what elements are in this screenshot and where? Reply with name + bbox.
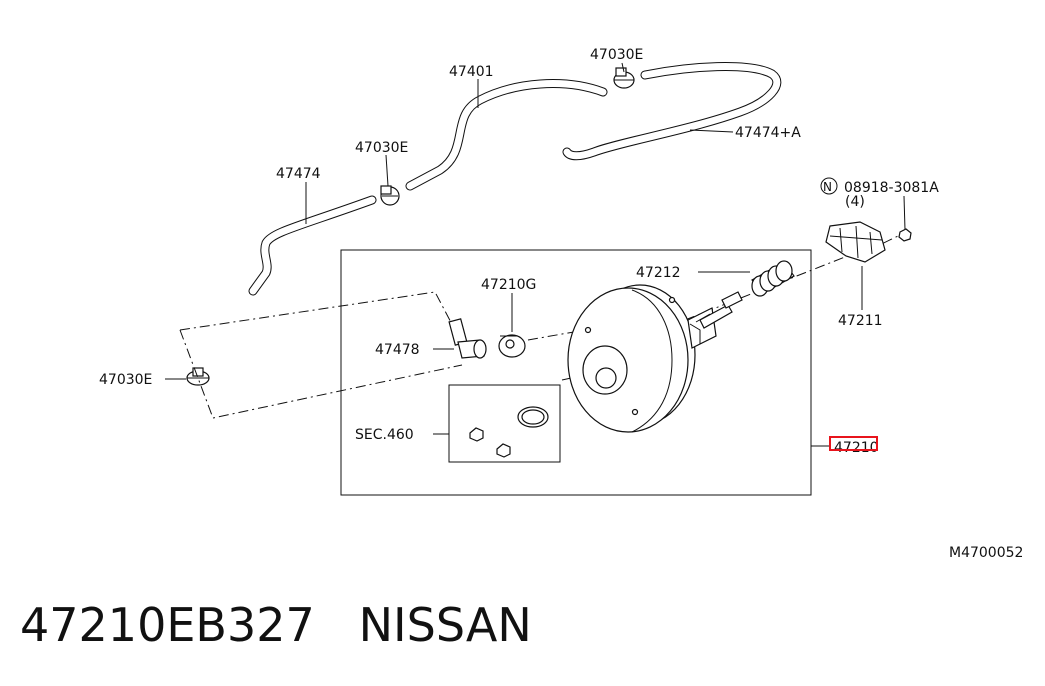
- bolt-callout: N 08918-3081A (4): [820, 177, 939, 210]
- n-marker-icon: N: [823, 180, 832, 194]
- label-47210: 47210: [834, 440, 879, 456]
- nut-08918: [898, 228, 912, 242]
- hose-47474-plus-a: [562, 62, 782, 161]
- label-47474: 47474: [276, 166, 321, 182]
- clamp-47030e-mid: [380, 185, 400, 206]
- hose-47401: [405, 79, 608, 191]
- label-47030e-top: 47030E: [590, 47, 643, 63]
- grommet-47210g: [498, 334, 526, 358]
- label-47210g: 47210G: [481, 277, 536, 293]
- sec-460-parts: [469, 406, 549, 458]
- center-lines: [179, 235, 899, 419]
- label-08918-3081a: 08918-3081A: [844, 180, 939, 196]
- label-47401: 47401: [449, 64, 494, 80]
- leader-lines: [165, 62, 906, 447]
- brake-booster: [567, 284, 743, 433]
- label-47030e-left: 47030E: [99, 372, 152, 388]
- spring-47212: [751, 260, 795, 297]
- check-valve-47478: [448, 318, 487, 359]
- bracket-47211: [825, 221, 886, 263]
- clamp-47030e-left: [186, 367, 210, 386]
- label-47030e-mid: 47030E: [355, 140, 408, 156]
- label-bolt-qty: (4): [845, 194, 865, 210]
- label-drawing-id: M4700052: [949, 545, 1023, 561]
- label-sec-460: SEC.460: [355, 427, 414, 443]
- label-47211: 47211: [838, 313, 883, 329]
- caption-part-number: 47210EB327: [20, 598, 315, 652]
- part-caption: 47210EB327 NISSAN: [20, 598, 532, 652]
- label-47212: 47212: [636, 265, 681, 281]
- label-47478: 47478: [375, 342, 420, 358]
- sec-460-frame: [448, 384, 561, 463]
- booster-assembly-frame: [340, 249, 812, 496]
- clamp-47030e-top: [613, 67, 635, 89]
- highlight-box-47210: [829, 436, 878, 451]
- label-47474-plus-a: 47474+A: [735, 125, 801, 141]
- hose-47474: [248, 195, 377, 296]
- caption-brand: NISSAN: [358, 598, 532, 652]
